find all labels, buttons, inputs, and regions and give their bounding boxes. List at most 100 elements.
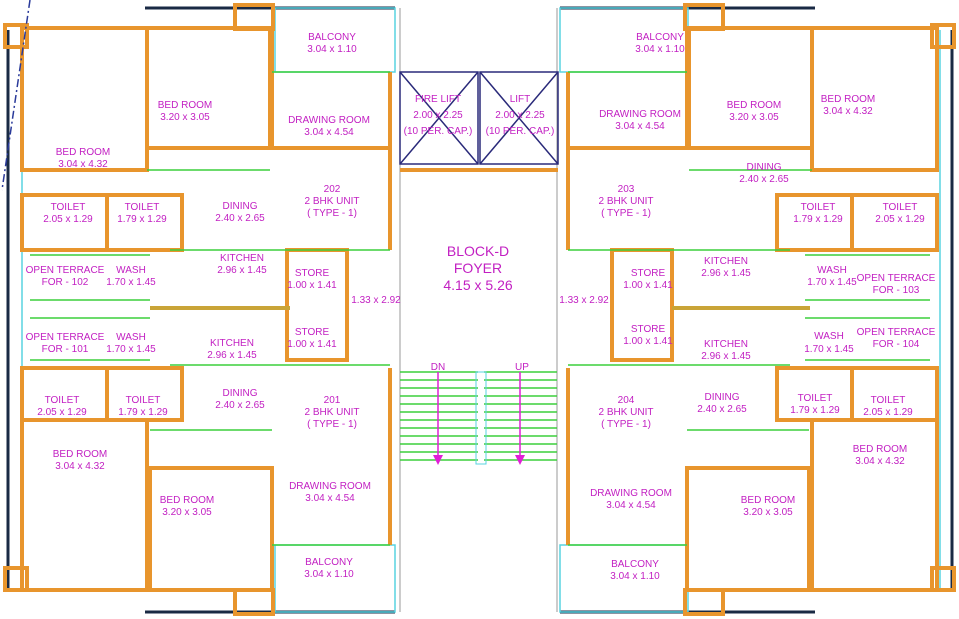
lift-name: LIFT: [510, 94, 531, 105]
room-name: TOILET: [45, 395, 80, 406]
room-size: 2.40 x 2.65: [215, 213, 265, 224]
unit-number: 201: [324, 395, 341, 406]
lift-capacity: (10 PER. CAP.): [486, 126, 555, 137]
room-name: BALCONY: [636, 32, 684, 43]
passenger-lift: LIFT 2.00 x 2.25 (10 PER. CAP.): [486, 94, 555, 137]
room-name: BED ROOM: [853, 444, 907, 455]
room-name: STORE: [295, 268, 330, 279]
room-size: 3.04 x 4.32: [855, 456, 905, 467]
room-name: DINING: [223, 388, 258, 399]
unit-label: 201 2 BHK UNIT ( TYPE - 1): [304, 395, 359, 430]
fire-lift: FIRE LIFT 2.00 x 2.25 (10 PER. CAP.): [404, 94, 473, 137]
lift-size: 2.00 x 2.25: [495, 110, 545, 121]
room-name: TOILET: [801, 202, 836, 213]
room-size: 3.04 x 4.32: [55, 461, 105, 472]
unit-subtype: ( TYPE - 1): [307, 419, 357, 430]
room-name: DRAWING ROOM: [289, 481, 371, 492]
room-size: 3.04 x 4.32: [823, 106, 873, 117]
stair-up-label: UP: [515, 362, 529, 373]
room-name: DRAWING ROOM: [599, 109, 681, 120]
block-name: BLOCK-D: [447, 243, 509, 259]
unit-subtype: ( TYPE - 1): [601, 208, 651, 219]
room-size: 2.40 x 2.65: [697, 404, 747, 415]
room-size: 2.05 x 1.29: [875, 214, 925, 225]
room-name: STORE: [631, 268, 666, 279]
room-name: BALCONY: [305, 557, 353, 568]
room-size: 3.20 x 3.05: [162, 507, 212, 518]
room-size: 1.79 x 1.29: [790, 405, 840, 416]
room-name: BED ROOM: [158, 100, 212, 111]
room-size: 3.20 x 3.05: [729, 112, 779, 123]
room-size: 1.70 x 1.45: [106, 277, 156, 288]
room-name: WASH: [817, 265, 847, 276]
passage-right-size: 1.33 x 2.92: [559, 295, 609, 306]
room-name: OPEN TERRACE: [26, 265, 105, 276]
room-size: 3.04 x 4.32: [58, 159, 108, 170]
room-name: BED ROOM: [821, 94, 875, 105]
unit-label: 203 2 BHK UNIT ( TYPE - 1): [598, 184, 653, 219]
room-name: TOILET: [126, 395, 161, 406]
room-size: 2.96 x 1.45: [701, 268, 751, 279]
unit-type: 2 BHK UNIT: [304, 196, 359, 207]
room-size: 1.00 x 1.41: [623, 336, 673, 347]
room-name: DINING: [705, 392, 740, 403]
room-name: KITCHEN: [704, 256, 748, 267]
room-size: FOR - 103: [873, 285, 920, 296]
unit-type: 2 BHK UNIT: [304, 407, 359, 418]
room-name: OPEN TERRACE: [857, 273, 936, 284]
room-name: TOILET: [125, 202, 160, 213]
unit-subtype: ( TYPE - 1): [601, 419, 651, 430]
room-name: BED ROOM: [160, 495, 214, 506]
room-size: 2.05 x 1.29: [863, 407, 913, 418]
room-name: TOILET: [798, 393, 833, 404]
room-size: 3.20 x 3.05: [743, 507, 793, 518]
room-name: OPEN TERRACE: [26, 332, 105, 343]
passage-left-size: 1.33 x 2.92: [351, 295, 401, 306]
room-size: 3.04 x 1.10: [635, 44, 685, 55]
room-size: 2.96 x 1.45: [217, 265, 267, 276]
unit-type: 2 BHK UNIT: [598, 196, 653, 207]
room-size: 1.00 x 1.41: [287, 280, 337, 291]
room-size: 1.70 x 1.45: [804, 344, 854, 355]
room-name: STORE: [631, 324, 666, 335]
lift-name: FIRE LIFT: [415, 94, 461, 105]
room-name: WASH: [116, 332, 146, 343]
room-size: 3.04 x 4.54: [304, 127, 354, 138]
room-size: 1.00 x 1.41: [287, 339, 337, 350]
stair-down-label: DN: [431, 362, 445, 373]
room-size: 3.20 x 3.05: [160, 112, 210, 123]
room-name: OPEN TERRACE: [857, 327, 936, 338]
room-size: 2.40 x 2.65: [739, 174, 789, 185]
unit-label: 204 2 BHK UNIT ( TYPE - 1): [598, 395, 653, 430]
room-size: FOR - 101: [42, 344, 89, 355]
